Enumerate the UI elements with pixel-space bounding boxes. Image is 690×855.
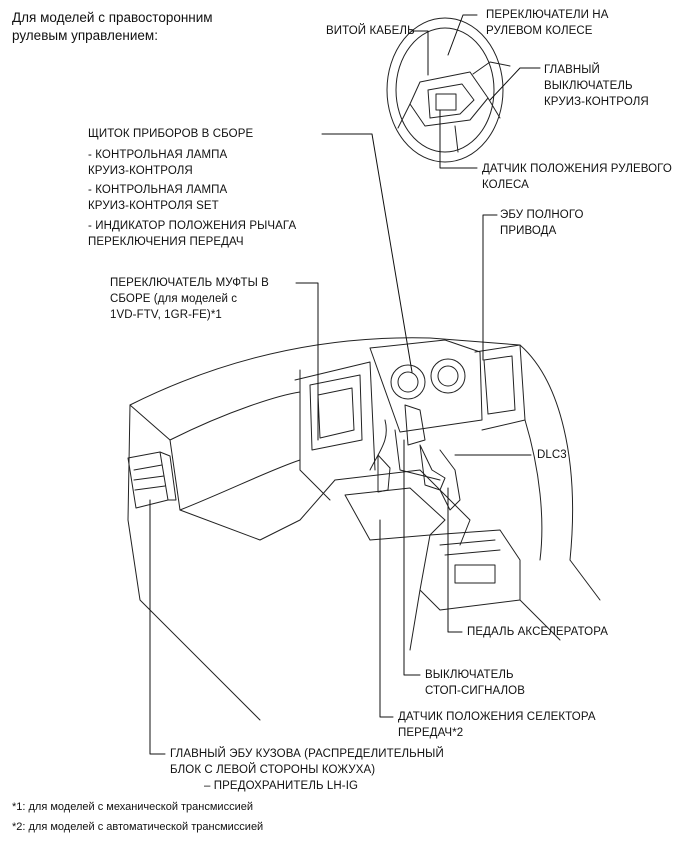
label-spiral-cable: ВИТОЙ КАБЕЛЬ — [326, 25, 415, 37]
main-body-ecu-box — [127, 451, 177, 509]
label-cruise-lamp-1: - КОНТРОЛЬНАЯ ЛАМПА — [88, 149, 228, 161]
label-awd-ecu-2: ПРИВОДА — [500, 225, 557, 237]
footnote-2: *2: для моделей с автоматической трансми… — [12, 821, 264, 833]
label-steering-sensor-1: ДАТЧИК ПОЛОЖЕНИЯ РУЛЕВОГО — [482, 163, 672, 175]
header-line-2: рулевым управлением: — [12, 28, 158, 43]
label-shift-sensor-1: ДАТЧИК ПОЛОЖЕНИЯ СЕЛЕКТОРА — [398, 711, 596, 723]
header-line-1: Для моделей с правосторонним — [12, 10, 213, 25]
label-main-body-ecu-1: ГЛАВНЫЙ ЭБУ КУЗОВА (РАСПРЕДЕЛИТЕЛЬНЫЙ — [170, 748, 444, 760]
label-cruise-set-lamp-2: КРУИЗ-КОНТРОЛЯ SET — [88, 200, 219, 212]
label-steering-sensor-2: КОЛЕСА — [482, 179, 529, 191]
label-stop-switch-2: СТОП-СИГНАЛОВ — [425, 685, 525, 697]
label-accel-pedal: ПЕДАЛЬ АКСЕЛЕРАТОРА — [467, 626, 608, 638]
label-cruise-main-switch-1: ГЛАВНЫЙ — [544, 64, 600, 76]
label-steering-switches-1: ПЕРЕКЛЮЧАТЕЛИ НА — [486, 9, 609, 21]
label-shift-sensor-2: ПЕРЕДАЧ*2 — [398, 727, 464, 739]
footnote-1: *1: для моделей с механической трансмисс… — [12, 801, 253, 813]
label-dlc3: DLC3 — [537, 449, 567, 461]
label-cruise-main-switch-3: КРУИЗ-КОНТРОЛЯ — [544, 96, 649, 108]
steering-wheel-inset — [386, 17, 511, 163]
label-shift-indicator-1: - ИНДИКАТОР ПОЛОЖЕНИЯ РЫЧАГА — [88, 220, 297, 232]
label-cruise-lamp-2: КРУИЗ-КОНТРОЛЯ — [88, 165, 193, 177]
label-shift-indicator-2: ПЕРЕКЛЮЧЕНИЯ ПЕРЕДАЧ — [88, 236, 244, 248]
label-main-body-ecu-3: – ПРЕДОХРАНИТЕЛЬ LH-IG — [204, 780, 359, 792]
label-combination-meter: ЩИТОК ПРИБОРОВ В СБОРЕ — [88, 128, 254, 140]
label-steering-switches-2: РУЛЕВОМ КОЛЕСЕ — [486, 25, 593, 37]
label-clutch-switch-1: ПЕРЕКЛЮЧАТЕЛЬ МУФТЫ В — [110, 277, 269, 289]
label-clutch-switch-2: СБОРЕ (для моделей с — [110, 293, 238, 305]
label-cruise-set-lamp-1: - КОНТРОЛЬНАЯ ЛАМПА — [88, 184, 228, 196]
dashboard-outline — [127, 337, 601, 721]
label-main-body-ecu-2: БЛОК С ЛЕВОЙ СТОРОНЫ КОЖУХА) — [170, 764, 376, 776]
label-stop-switch-1: ВЫКЛЮЧАТЕЛЬ — [425, 669, 514, 681]
leader-lines — [149, 14, 541, 755]
label-clutch-switch-3: 1VD-FTV, 1GR-FE)*1 — [110, 309, 222, 321]
label-awd-ecu-1: ЭБУ ПОЛНОГО — [500, 209, 584, 221]
label-cruise-main-switch-2: ВЫКЛЮЧАТЕЛЬ — [544, 80, 633, 92]
